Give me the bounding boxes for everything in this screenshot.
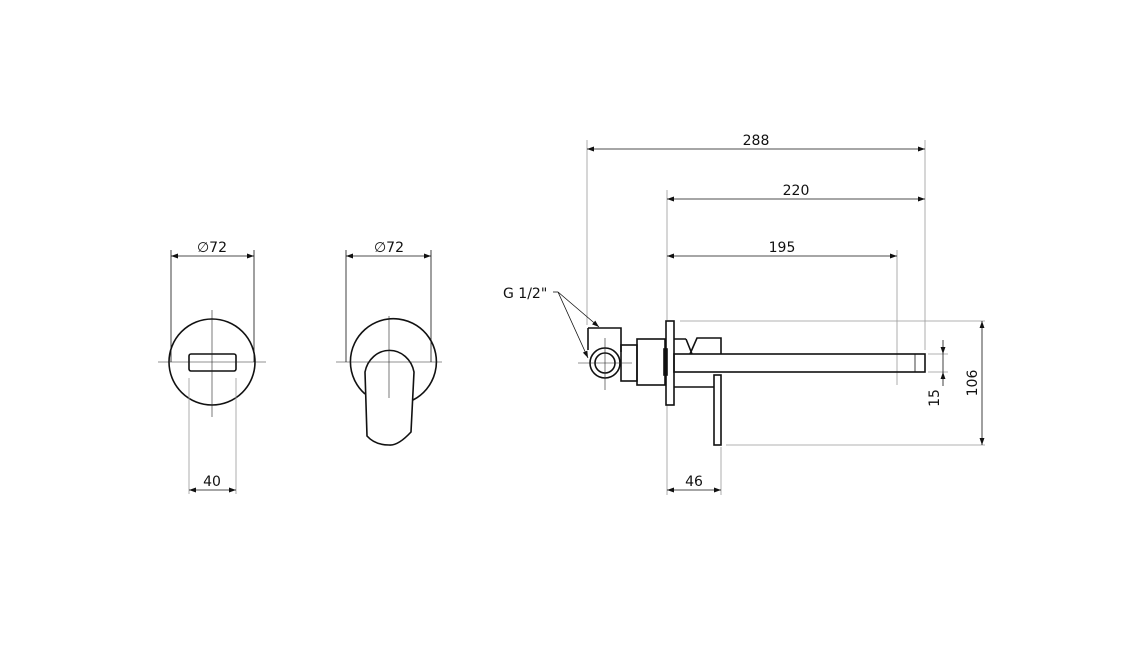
thread-leader: [557, 291, 600, 328]
lever-projection-label: 46: [685, 474, 703, 490]
side-view: 288 220 195 106 15 46 G 1/2": [503, 133, 985, 495]
slot-width-label: 40: [203, 474, 221, 490]
handle-lever: [364, 349, 415, 446]
spout-length-label: 220: [783, 183, 810, 199]
height-label: 106: [965, 370, 981, 397]
thread-leader: [557, 291, 589, 359]
escutcheon-circle: [349, 318, 438, 401]
handle-top: [685, 337, 722, 355]
lever-plate: [713, 374, 722, 446]
outlet-distance-label: 195: [769, 240, 796, 256]
front-view: ∅72 40: [158, 240, 266, 494]
spout-thickness-label: 15: [927, 389, 943, 407]
hex-nut: [636, 338, 666, 386]
lever-slot: [188, 353, 237, 372]
spout: [673, 353, 926, 373]
handle-view: ∅72: [336, 240, 442, 446]
valve-body: [588, 327, 622, 352]
thread-label: G 1/2": [503, 286, 547, 302]
diameter-label: ∅72: [374, 240, 404, 256]
diameter-label: ∅72: [197, 240, 227, 256]
overall-length-label: 288: [743, 133, 770, 149]
